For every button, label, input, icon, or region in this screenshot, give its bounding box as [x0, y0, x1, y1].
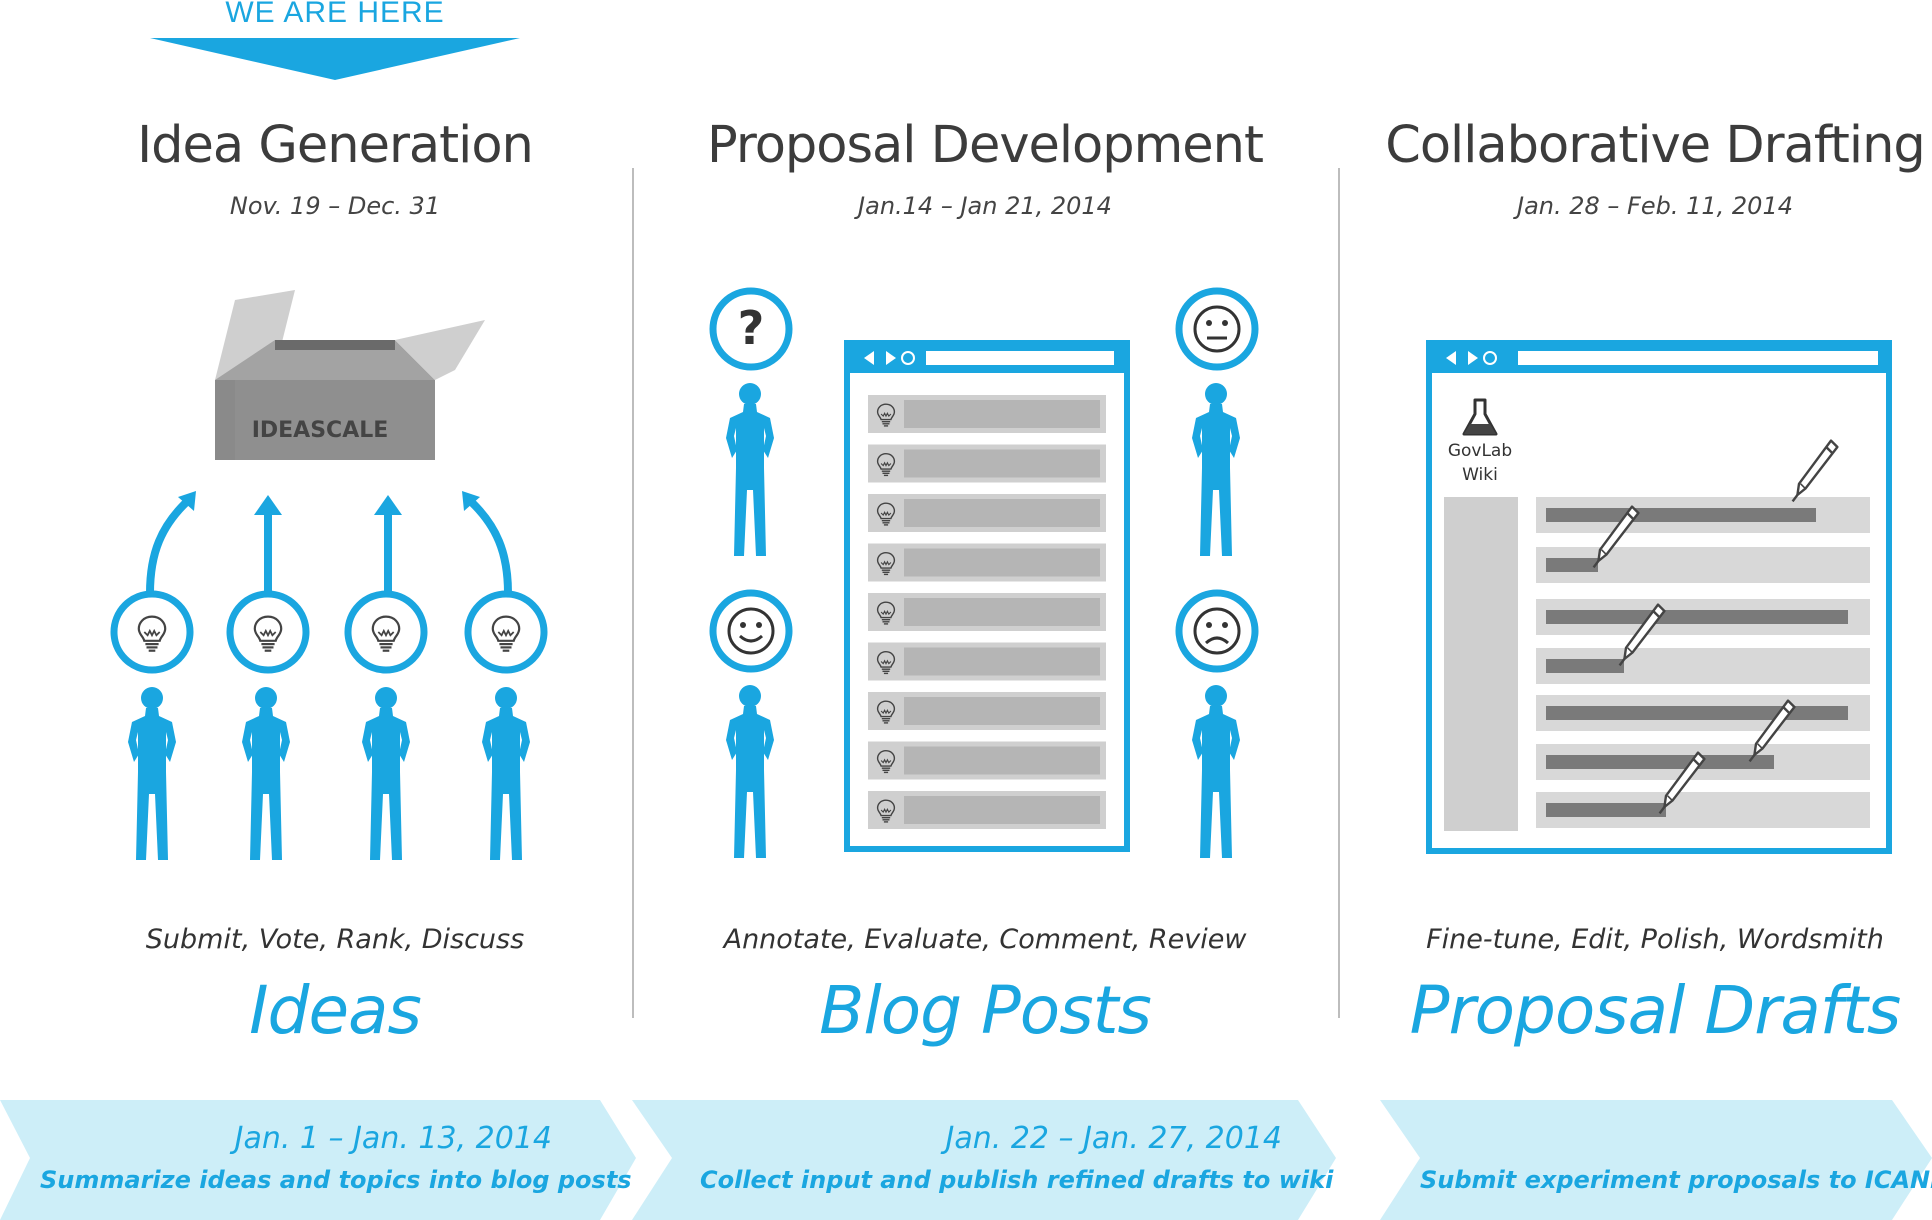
phase1-arrows [146, 491, 512, 594]
divider [632, 168, 634, 1018]
phase-activities: Fine-tune, Edit, Polish, Wordsmith [1426, 924, 1884, 955]
question-circle-icon: ? [709, 287, 793, 371]
person-icon [112, 684, 192, 864]
wiki-label-line2: Wiki [1462, 465, 1498, 485]
phase-title: Proposal Development [706, 116, 1264, 175]
phase-output: Ideas [249, 972, 422, 1049]
draft-text-line [1546, 659, 1624, 673]
transition-text: Collect input and publish refined drafts… [700, 1166, 1334, 1194]
person-icon [466, 684, 546, 864]
svg-text:?: ? [738, 301, 765, 355]
draft-text-line [1546, 610, 1848, 624]
phase-dates: Jan. 28 – Feb. 11, 2014 [1517, 192, 1793, 220]
phase-dates: Nov. 19 – Dec. 31 [229, 192, 441, 220]
person-icon [226, 684, 306, 864]
person-icon [710, 380, 790, 560]
divider [1338, 168, 1340, 1018]
wiki-label-line1: GovLab [1448, 441, 1512, 461]
phase-title: Idea Generation [137, 116, 534, 175]
happy-face-icon [709, 589, 793, 673]
phase-output: Blog Posts [819, 972, 1152, 1049]
sad-face-icon [1175, 589, 1259, 673]
transition-dates: Jan. 22 – Jan. 27, 2014 [945, 1121, 1282, 1156]
phase-dates: Jan.14 – Jan 21, 2014 [858, 192, 1112, 220]
person-icon [1176, 682, 1256, 862]
phase-title: Collaborative Drafting [1385, 116, 1926, 175]
ideascale-label: IDEASCALE [252, 418, 389, 443]
phase-output: Proposal Drafts [1409, 972, 1902, 1049]
wiki-browser-window-icon: GovLab Wiki [1426, 340, 1892, 854]
transition-dates: Jan. 1 – Jan. 13, 2014 [234, 1121, 552, 1156]
person-icon [346, 684, 426, 864]
blog-browser-window-icon [844, 340, 1130, 852]
person-icon [710, 682, 790, 862]
ideascale-box-icon: IDEASCALE [215, 290, 485, 460]
we-are-here-label: WE ARE HERE [225, 0, 445, 29]
draft-text-line [1546, 755, 1774, 769]
draft-text-line [1546, 706, 1848, 720]
person-icon [1176, 380, 1256, 560]
draft-text-line [1546, 508, 1816, 522]
transition-text: Submit experiment proposals to ICANN [1420, 1166, 1932, 1194]
we-are-here-arrow-icon [150, 38, 520, 80]
phase-activities: Annotate, Evaluate, Comment, Review [723, 924, 1247, 955]
transition-banners [0, 1100, 1932, 1220]
draft-text-line [1546, 558, 1598, 572]
flask-icon [1462, 398, 1498, 436]
phase-activities: Submit, Vote, Rank, Discuss [145, 924, 525, 955]
draft-text-line [1546, 803, 1666, 817]
idea-circles [110, 590, 548, 674]
wiki-sidebar [1444, 497, 1518, 831]
neutral-face-icon [1175, 287, 1259, 371]
transition-text: Summarize ideas and topics into blog pos… [40, 1166, 632, 1194]
